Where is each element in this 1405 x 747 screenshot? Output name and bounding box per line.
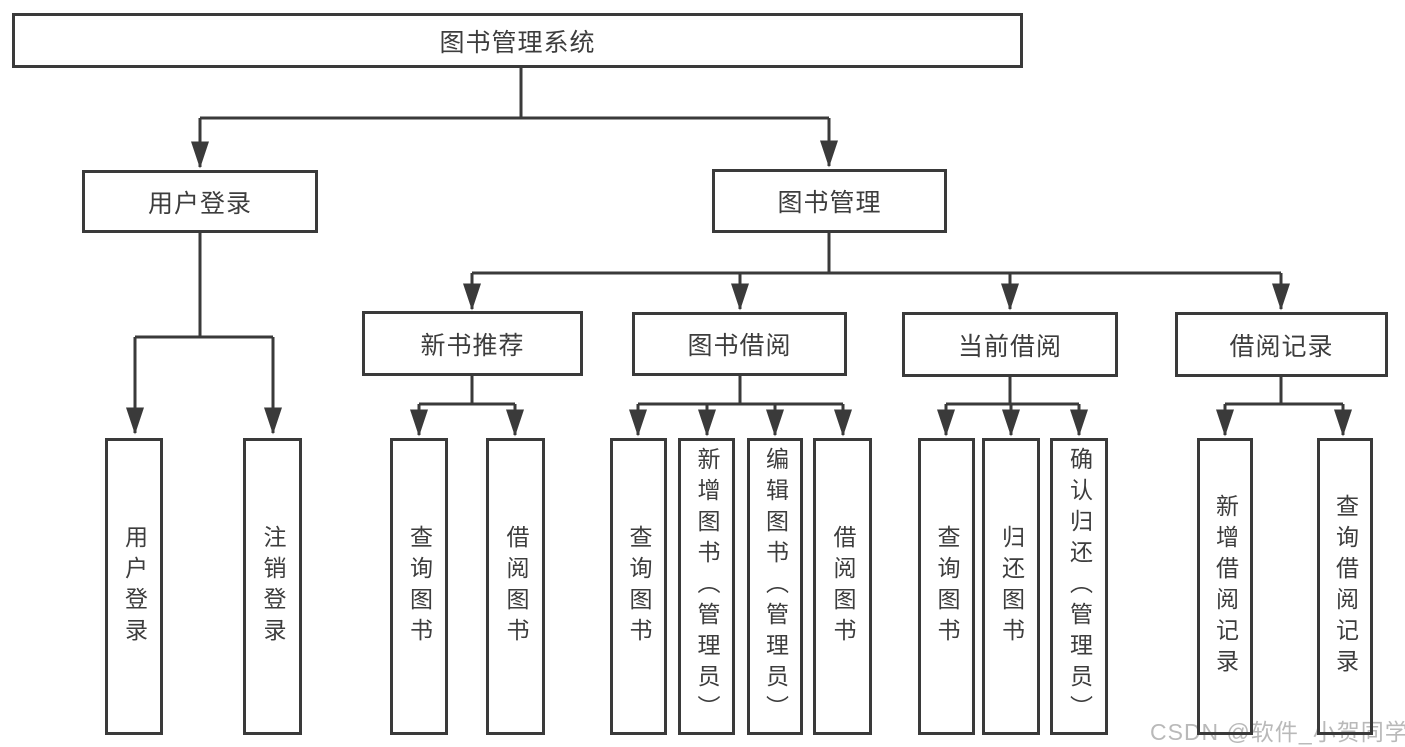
node-add-borrow-record-label: 新增借阅记录 bbox=[1212, 493, 1239, 680]
node-current-borrow: 当前借阅 bbox=[902, 312, 1118, 377]
node-library-system: 图书管理系统 bbox=[12, 13, 1023, 68]
node-confirm-return-admin: 确认归还（管理员） bbox=[1050, 438, 1108, 735]
node-user-login-branch: 用户登录 bbox=[82, 170, 318, 233]
node-return-books-label: 归还图书 bbox=[998, 524, 1025, 649]
node-user-login-label: 用户登录 bbox=[121, 524, 148, 649]
node-add-book-admin-label: 新增图书（管理员） bbox=[694, 447, 720, 726]
node-query-books-1-label: 查询图书 bbox=[406, 524, 433, 649]
node-borrow-books-1: 借阅图书 bbox=[486, 438, 545, 735]
node-query-books-2-label: 查询图书 bbox=[626, 524, 652, 649]
node-query-books-2: 查询图书 bbox=[610, 438, 667, 735]
node-borrow-books-2-label: 借阅图书 bbox=[830, 524, 856, 649]
node-edit-book-admin: 编辑图书（管理员） bbox=[747, 438, 803, 735]
node-user-login: 用户登录 bbox=[105, 438, 163, 735]
node-query-borrow-record-label: 查询借阅记录 bbox=[1332, 493, 1359, 680]
node-add-book-admin: 新增图书（管理员） bbox=[678, 438, 735, 735]
node-edit-book-admin-label: 编辑图书（管理员） bbox=[762, 447, 789, 726]
node-query-books-3-label: 查询图书 bbox=[934, 524, 960, 649]
watermark: CSDN @软件_小贺同学 bbox=[1150, 719, 1405, 745]
node-book-management: 图书管理 bbox=[712, 169, 947, 233]
node-return-books: 归还图书 bbox=[982, 438, 1040, 735]
node-book-borrow: 图书借阅 bbox=[632, 312, 847, 376]
node-logout: 注销登录 bbox=[243, 438, 302, 735]
node-query-books-1: 查询图书 bbox=[390, 438, 448, 735]
node-query-books-3: 查询图书 bbox=[918, 438, 975, 735]
node-new-book-recommend: 新书推荐 bbox=[362, 311, 583, 376]
node-confirm-return-admin-label: 确认归还（管理员） bbox=[1066, 447, 1093, 726]
node-borrow-books-2: 借阅图书 bbox=[813, 438, 872, 735]
node-logout-label: 注销登录 bbox=[260, 524, 286, 649]
node-borrow-records: 借阅记录 bbox=[1175, 312, 1388, 377]
node-borrow-books-1-label: 借阅图书 bbox=[503, 524, 529, 649]
node-add-borrow-record: 新增借阅记录 bbox=[1197, 438, 1253, 735]
node-query-borrow-record: 查询借阅记录 bbox=[1317, 438, 1373, 735]
